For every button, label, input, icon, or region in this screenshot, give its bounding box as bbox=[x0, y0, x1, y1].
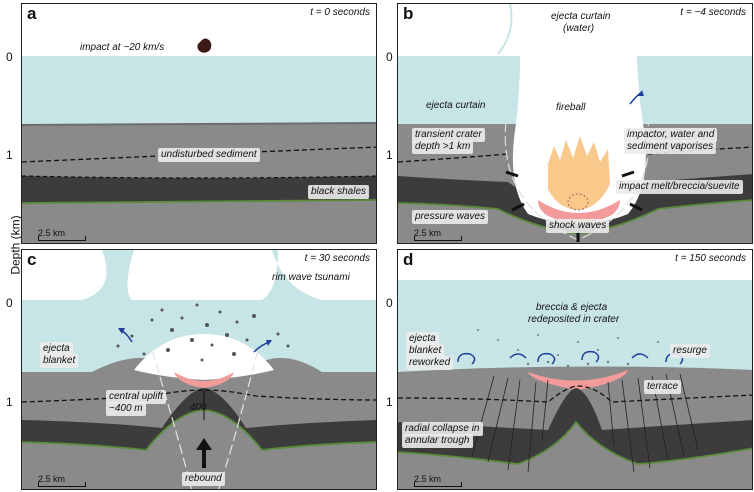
shale-top-line bbox=[22, 175, 376, 179]
impact-melt-layer bbox=[174, 372, 234, 388]
y-tick-1-top: 1 bbox=[6, 148, 13, 162]
y-tick-0-d: 0 bbox=[386, 296, 393, 310]
scale-bar: 2.5 km bbox=[414, 474, 462, 487]
ejecta-curtain-left bbox=[498, 4, 538, 56]
crater-cavity bbox=[134, 334, 274, 380]
panel-time: t = ~4 seconds bbox=[680, 7, 746, 18]
uplift-value-label: 400 bbox=[190, 402, 207, 413]
water-layer bbox=[398, 280, 752, 380]
scale-bar: 2.5 km bbox=[38, 228, 86, 241]
panel-d-drawing bbox=[398, 280, 752, 489]
panel-time: t = 150 seconds bbox=[675, 253, 746, 264]
central-uplift-label: central uplift bbox=[106, 390, 166, 404]
radial-collapse-label: radial collapse in bbox=[402, 422, 483, 436]
scale-bar: 2.5 km bbox=[38, 474, 86, 487]
y-tick-0-b: 0 bbox=[386, 50, 393, 64]
ejecta-curtain-water-label: ejecta curtain bbox=[551, 11, 611, 22]
resurge-label: resurge bbox=[670, 344, 710, 358]
shale-base-line bbox=[22, 199, 376, 204]
panel-a-drawing bbox=[22, 38, 376, 243]
panel-d: d t = 150 seconds breccia & ejecta redep… bbox=[397, 249, 753, 490]
impact-melt-label: impact melt/breccia/suevite bbox=[616, 180, 743, 194]
ejecta-reworked-sublabel-2: reworked bbox=[406, 356, 454, 370]
scale-bar-line bbox=[414, 482, 462, 487]
ejecta-curtain-water-sublabel: (water) bbox=[563, 23, 595, 34]
central-uplift-sublabel: ~400 m bbox=[106, 402, 146, 416]
panel-a: a t = 0 seconds impact at ~20 km/s undis… bbox=[21, 3, 377, 244]
ejecta-blanket-sublabel: blanket bbox=[40, 354, 79, 368]
sediment-line bbox=[22, 389, 376, 403]
scale-bar-label: 2.5 km bbox=[414, 474, 442, 484]
ejecta-debris bbox=[116, 303, 290, 362]
panel-label: c bbox=[27, 250, 37, 269]
impact-label: impact at ~20 km/s bbox=[80, 42, 165, 53]
impactor-remnant bbox=[567, 193, 589, 211]
scale-bar-label: 2.5 km bbox=[38, 228, 66, 238]
panel-time: t = 30 seconds bbox=[304, 253, 370, 264]
rebound-label: rebound bbox=[182, 472, 225, 486]
shale-base-line bbox=[398, 420, 752, 465]
black-shales-label: black shales bbox=[308, 185, 370, 199]
ejecta-reworked-label: ejecta bbox=[406, 332, 439, 346]
vaporises-label: impactor, water and bbox=[624, 128, 718, 142]
scale-bar-line bbox=[38, 236, 86, 241]
shock-waves-label: shock waves bbox=[546, 219, 610, 233]
water-flow-arrowhead bbox=[638, 90, 644, 96]
rebound-arrow-icon bbox=[196, 438, 212, 450]
impactor-icon bbox=[197, 38, 212, 53]
y-tick-1-d: 1 bbox=[386, 395, 393, 409]
flow-arrowhead-left bbox=[118, 328, 125, 334]
tsunami-wave-right bbox=[262, 250, 322, 300]
y-tick-1-b: 1 bbox=[386, 148, 393, 162]
scale-bar-line bbox=[414, 236, 462, 241]
resurge-arrows bbox=[457, 350, 684, 365]
ejecta-blanket-label: ejecta bbox=[40, 342, 73, 356]
sediment-line-left bbox=[398, 153, 509, 163]
transient-crater-label: transient crater bbox=[412, 128, 485, 142]
panel-time: t = 0 seconds bbox=[310, 7, 370, 18]
panel-b: b t = ~4 seconds ejecta curtain (water) … bbox=[397, 3, 753, 244]
black-shale-layer bbox=[398, 388, 752, 464]
undisturbed-sediment-label: undisturbed sediment bbox=[158, 148, 260, 162]
panel-c-drawing bbox=[22, 250, 376, 489]
breccia-sublabel: redeposited in crater bbox=[528, 314, 620, 325]
panel-b-drawing bbox=[398, 4, 752, 243]
tsunami-label: rim wave tsunami bbox=[272, 272, 350, 283]
curtain-edge-left bbox=[497, 4, 513, 55]
ejecta-reworked-sublabel: blanket bbox=[406, 344, 445, 358]
black-shale-layer bbox=[22, 388, 376, 450]
panel-label: b bbox=[403, 4, 414, 23]
panel-label: a bbox=[27, 4, 37, 23]
fireball-shape bbox=[548, 136, 610, 210]
shock-wave-arrows bbox=[505, 170, 643, 242]
terrace-label: terrace bbox=[644, 380, 682, 394]
black-shale-layer bbox=[22, 176, 376, 203]
ejecta-curtain-right bbox=[616, 4, 644, 56]
panel-c: c t = 30 seconds rim wave tsunami ejecta… bbox=[21, 249, 377, 490]
water-layer bbox=[22, 56, 376, 126]
tsunami-wave-left bbox=[82, 250, 134, 300]
scale-bar-label: 2.5 km bbox=[414, 228, 442, 238]
radial-collapse-sublabel: annular trough bbox=[402, 434, 473, 448]
breccia-label: breccia & ejecta bbox=[536, 302, 608, 313]
scale-bar-label: 2.5 km bbox=[38, 474, 66, 484]
pressure-waves-label: pressure waves bbox=[412, 210, 489, 224]
vaporises-sublabel: sediment vaporises bbox=[624, 140, 717, 154]
seafloor-line bbox=[22, 122, 376, 126]
fireball-label: fireball bbox=[556, 102, 586, 113]
scale-bar: 2.5 km bbox=[414, 228, 462, 241]
transient-crater-depth-label: depth >1 km bbox=[412, 140, 474, 154]
panel-label: d bbox=[403, 250, 414, 269]
scale-bar-line bbox=[38, 482, 86, 487]
ejecta-curtain-label: ejecta curtain bbox=[426, 100, 486, 111]
radial-faults bbox=[471, 373, 699, 473]
impact-melt-layer bbox=[538, 200, 620, 223]
y-tick-0-top: 0 bbox=[6, 50, 13, 64]
y-tick-1-bottom: 1 bbox=[6, 395, 13, 409]
flow-arrowhead-right bbox=[266, 340, 272, 346]
y-tick-0-bottom: 0 bbox=[6, 296, 13, 310]
